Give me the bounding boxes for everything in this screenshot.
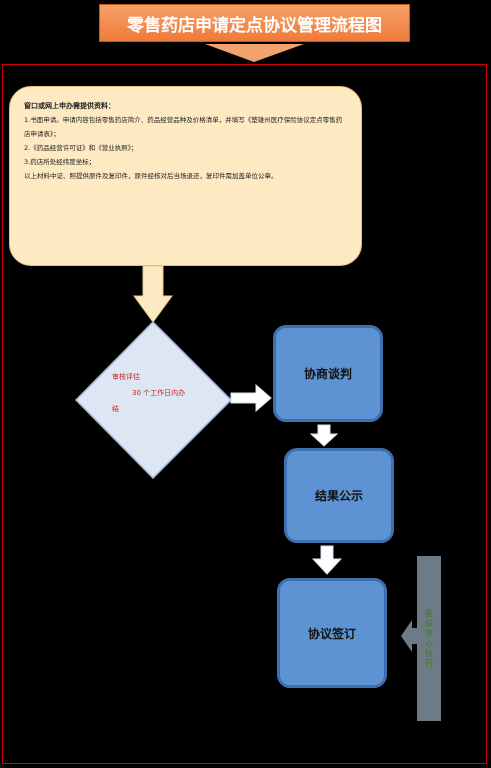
side-to-signing-arrow <box>401 620 417 652</box>
page-title: 零售药店申请定点协议管理流程图 <box>99 4 410 42</box>
title-down-arrow <box>205 44 304 62</box>
review-line: 结 <box>112 405 119 413</box>
side-label: 医保中心执行 <box>424 608 434 669</box>
requirement-item: 2.《药品经营许可证》和《营业执照》； <box>24 144 138 152</box>
negotiation-to-publicity-arrow <box>309 424 339 447</box>
requirement-item: 1.书面申请。申请内容包括零售药店简介、药品经营品种及价格清单，并填写《楚雄州医… <box>24 116 343 138</box>
publicity-to-signing-arrow <box>311 545 343 575</box>
requirements-box: 窗口或网上申办需提供资料： 1.书面申请。申请内容包括零售药店简介、药品经营品种… <box>9 86 362 266</box>
step-negotiation: 协商谈判 <box>273 325 383 422</box>
review-to-negotiation-arrow <box>230 383 272 413</box>
step-publicity: 结果公示 <box>284 448 394 543</box>
review-text: 审核评估 30 个工作日内办 结 <box>112 369 202 417</box>
req-to-review-arrow <box>133 265 173 323</box>
flowchart-frame <box>2 64 487 764</box>
requirement-item: 3.药店所处经纬度坐标； <box>24 158 96 166</box>
step-signing: 协议签订 <box>277 578 387 688</box>
review-line: 审核评估 <box>112 373 140 381</box>
review-diamond <box>74 320 233 480</box>
requirement-item: 以上材料中证、照提供原件及复印件，原件经核对后当场退还，复印件需加盖单位公章。 <box>24 172 278 180</box>
side-bar <box>417 556 441 721</box>
review-line: 30 个工作日内办 <box>132 389 186 397</box>
requirements-heading: 窗口或网上申办需提供资料： <box>24 102 115 110</box>
